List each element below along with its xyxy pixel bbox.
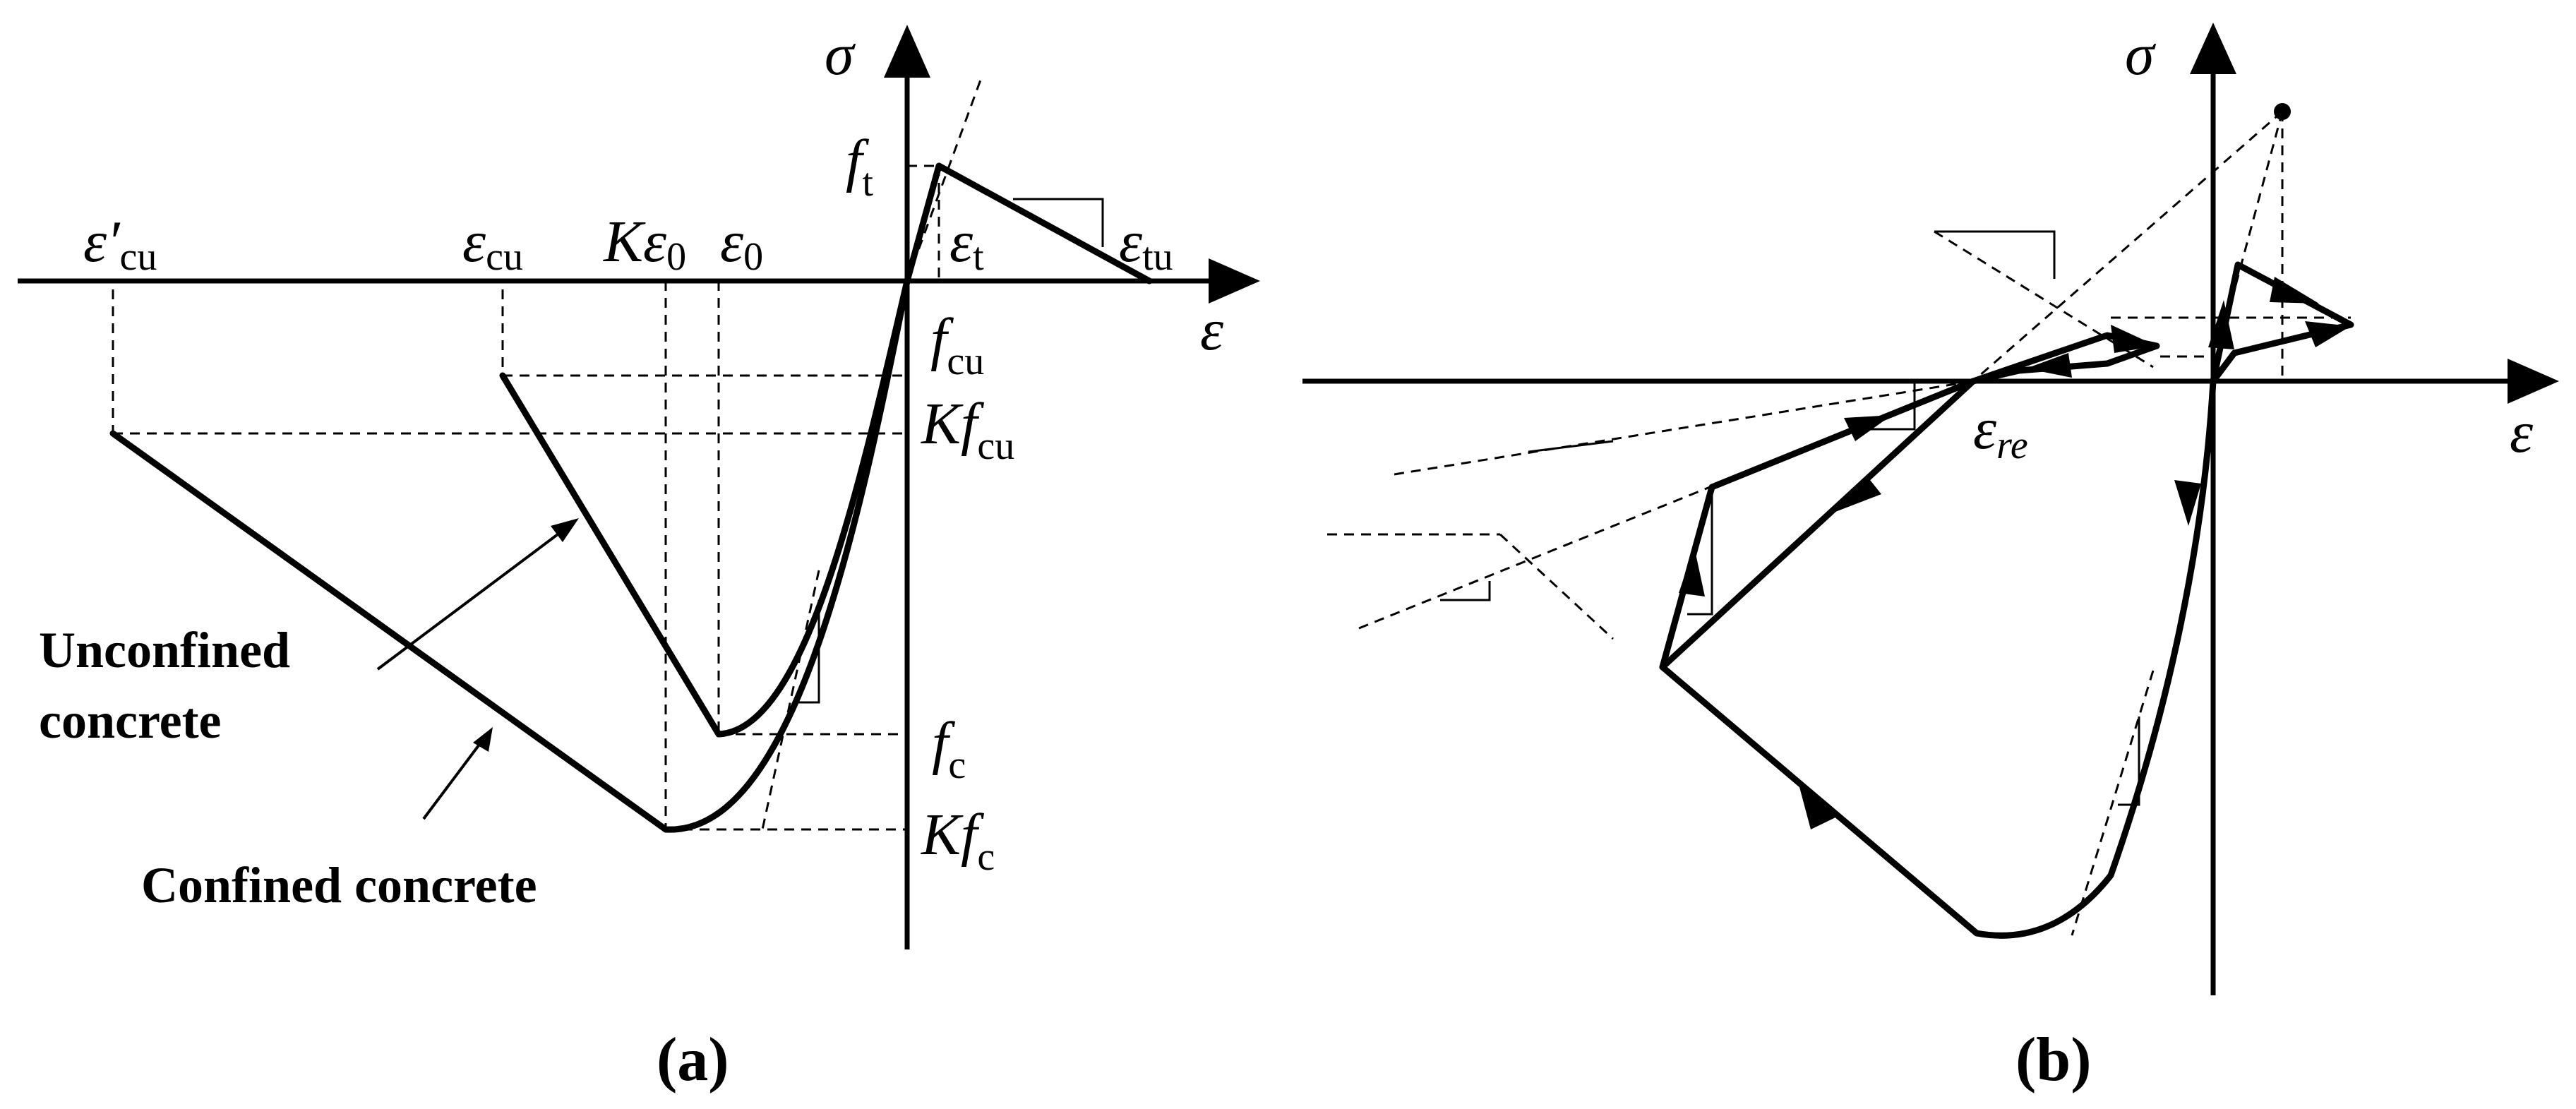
panel-a-epsilon-label: ε <box>1200 297 1224 363</box>
panel-a-slope-triangle-gamma <box>1013 198 1104 247</box>
panel-b-tangent-bottom <box>2071 670 2155 936</box>
panel-b-slope-triangle-dt <box>1528 440 1614 453</box>
panel-b: σ ε εre (b) <box>1302 22 2559 1094</box>
panel-a-eps-tu-label: εtu <box>1119 209 1173 279</box>
panel-b-arrow-loop-left-back <box>2026 353 2072 378</box>
panel-a-caption: (a) <box>657 1026 729 1094</box>
panel-b-caption: (b) <box>2015 1026 2092 1094</box>
panel-a-confined-pointer <box>422 733 489 820</box>
panel-b-epsilon-label: ε <box>2510 400 2534 465</box>
panel-b-arrow-loop-left <box>2111 325 2157 353</box>
panel-b-arrow-reload-right <box>1844 415 1892 441</box>
panel-a-eps-cu-label: εcu <box>462 209 523 279</box>
panel-a-tangent-bottom <box>761 570 820 830</box>
panel-b-slope-triangle-gamma <box>1934 230 2056 279</box>
panel-a-confined-pointer-head <box>473 727 493 752</box>
panel-a-sigma-label: σ <box>825 22 856 88</box>
panel-b-arrow-loop-right-up <box>2208 300 2234 349</box>
panel-a-fcu-label: fcu <box>930 306 984 383</box>
panel-a-eps-t-label: εt <box>949 209 984 279</box>
panel-a-unconfined-label: Unconfined <box>39 622 290 678</box>
panel-a-unconfined-label-line2: concrete <box>39 693 222 749</box>
panel-b-line-r-to-eps-re <box>1972 110 2283 383</box>
panel-b-eps-re-label: εre <box>1973 396 2028 467</box>
panel-a-confined-curve <box>109 277 911 833</box>
panel-a-kfc-label: Kfc <box>921 802 995 879</box>
panel-b-sigma-label: σ <box>2125 22 2157 88</box>
panel-a-k-eps0-label: Kε0 <box>603 209 686 279</box>
panel-a-unconfined-curve <box>499 277 911 738</box>
panel-b-arrow-compression-down <box>2174 480 2201 526</box>
panel-a-eps-cu-prime-label: ε′cu <box>83 209 157 279</box>
panel-a-unconfined-pointer-head <box>551 518 579 542</box>
panel-b-diagonal-guide <box>1499 533 1615 640</box>
panel-a-kfcu-label: Kfcu <box>921 391 1014 468</box>
panel-a-tension-branch <box>904 162 1153 284</box>
panel-b-gamma-line <box>1934 230 2154 368</box>
panel-b-slope-triangle-e0-upper <box>1687 487 1713 616</box>
panel-a: σ ε ε′cu εcu Kε0 ε0 ft εt εtu fcu Kfcu f… <box>18 22 1260 1094</box>
panel-b-compression-envelope <box>1659 378 2217 939</box>
panel-b-x-axis-arrowhead <box>2508 359 2559 404</box>
panel-a-y-axis-arrowhead <box>884 25 930 78</box>
panel-b-y-axis-arrowhead <box>2190 23 2236 74</box>
panel-b-slope-triangle-half-dc <box>1440 581 1491 601</box>
panel-b-unload-path <box>1659 378 1977 671</box>
panel-b-slope-triangle-dc <box>1867 381 1916 431</box>
panel-b-dt-line <box>1394 380 1974 476</box>
panel-b-tension-loop-right <box>2210 261 2354 385</box>
panel-a-x-axis-arrowhead <box>1209 258 1260 304</box>
panel-b-slope-triangle-e0-lower <box>2118 717 2140 806</box>
panel-a-fc-label: fc <box>932 710 966 787</box>
panel-a-eps0-label: ε0 <box>720 209 763 279</box>
panel-a-ft-label: ft <box>846 128 873 205</box>
panel-b-arrow-unload-down <box>1835 476 1881 512</box>
panel-b-arrow-loop-right-return <box>2305 321 2351 347</box>
panel-b-arrow-loop-right-top <box>2270 277 2319 304</box>
panel-b-arrow-envelope-up <box>1797 777 1835 829</box>
panel-a-unconfined-pointer <box>376 522 573 671</box>
panel-a-confined-label: Confined concrete <box>141 857 537 913</box>
panel-b-arrow-reload-up <box>1679 547 1705 597</box>
panel-b-tension-loop-left <box>1970 332 2160 385</box>
